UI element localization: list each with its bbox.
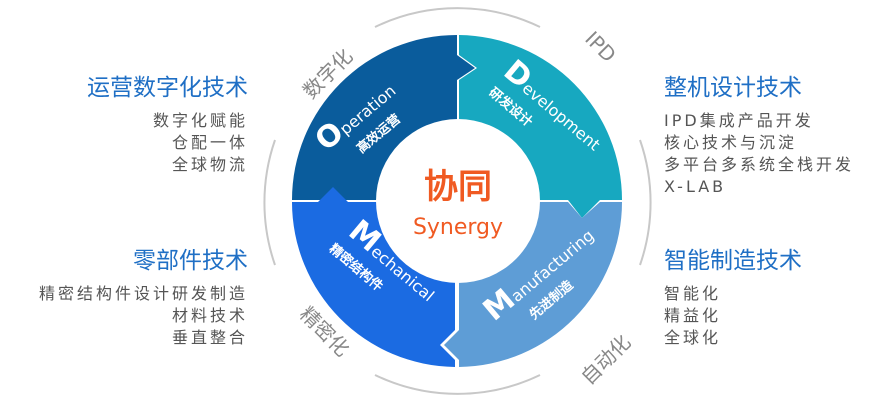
- outer-arc: [639, 139, 652, 266]
- left-title: 零部件技术: [133, 248, 248, 274]
- left-block-operation: 运营数字化技术 数字化赋能 仓配一体 全球物流: [87, 68, 248, 176]
- right-item: 核心技术与沉淀: [664, 133, 798, 152]
- outer-arc: [374, 7, 541, 28]
- right-item: 全球化: [664, 328, 722, 347]
- right-item: X-LAB: [664, 177, 727, 196]
- ring-label-ipd: IPD: [580, 26, 621, 67]
- outer-arc: [374, 374, 541, 395]
- left-item: 全球物流: [171, 155, 248, 174]
- right-title: 智能制造技术: [664, 248, 802, 274]
- left-block-components: 零部件技术 精密结构件设计研发制造 材料技术 垂直整合: [39, 241, 248, 349]
- center-subtitle: Synergy: [413, 215, 503, 240]
- center-circle: [376, 119, 540, 283]
- left-item: 材料技术: [171, 306, 248, 325]
- right-title: 整机设计技术: [664, 75, 802, 101]
- right-item: 精益化: [664, 306, 722, 325]
- right-item: IPD集成产品开发: [664, 111, 814, 130]
- left-item: 精密结构件设计研发制造: [38, 284, 248, 303]
- left-item: 仓配一体: [171, 133, 248, 152]
- left-item: 垂直整合: [171, 328, 248, 347]
- left-title: 运营数字化技术: [87, 75, 248, 101]
- right-block-manufacturing: 智能制造技术 智能化 精益化 全球化: [664, 241, 802, 349]
- center-title: 协同: [424, 167, 492, 207]
- left-item: 数字化赋能: [152, 111, 248, 130]
- right-block-design: 整机设计技术 IPD集成产品开发 核心技术与沉淀 多平台多系统全栈开发 X-LA…: [664, 68, 854, 198]
- right-item: 智能化: [664, 284, 722, 303]
- outer-arc: [263, 139, 276, 266]
- right-item: 多平台多系统全栈开发: [664, 155, 855, 174]
- ring-label-automation: 自动化: [576, 330, 635, 389]
